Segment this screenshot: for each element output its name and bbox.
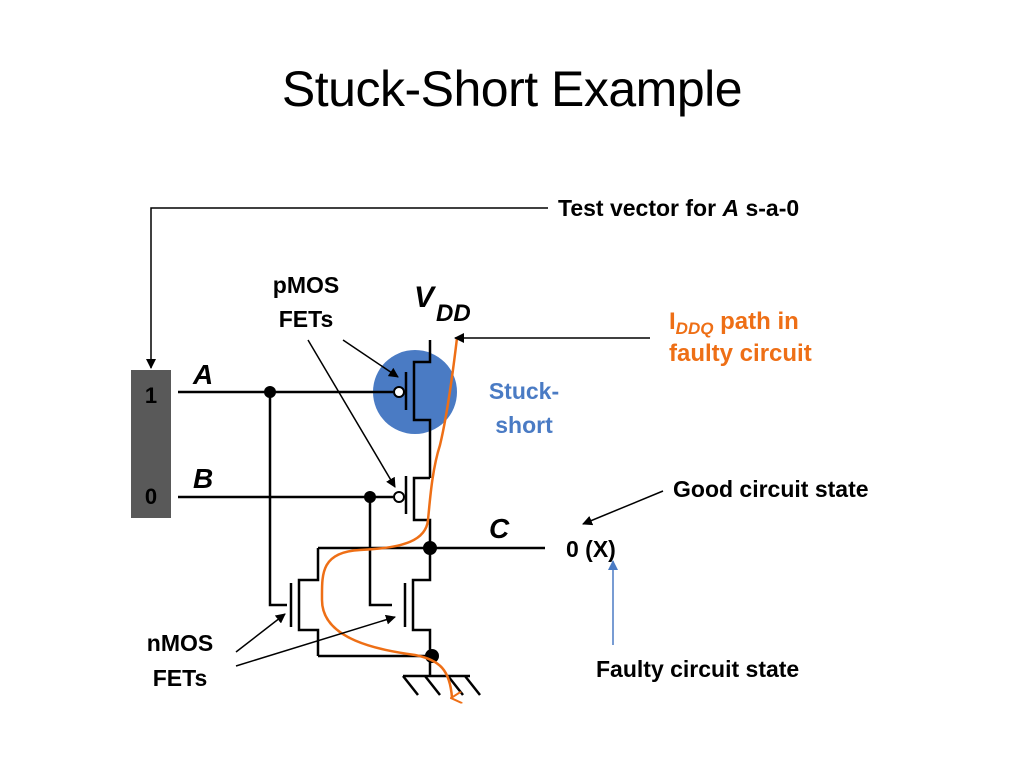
slide-title: Stuck-Short Example xyxy=(281,61,743,117)
output-value: 0 (X) xyxy=(566,536,616,562)
test-vector-line xyxy=(146,207,548,369)
test-vector-register xyxy=(131,370,171,518)
stuck-short-label-line2: short xyxy=(495,412,553,438)
pmos-a-gate-bubble xyxy=(393,386,405,398)
pmos-arrow-1 xyxy=(342,339,399,378)
pmos-arrow-2 xyxy=(307,339,396,488)
junction-b xyxy=(364,491,376,503)
iddq-label-line1: IDDQ path in xyxy=(669,308,799,338)
pmos-label-line1: pMOS xyxy=(273,272,339,298)
circuit-wires xyxy=(178,340,545,678)
good-state-label: Good circuit state xyxy=(673,476,869,502)
pmos-label-line2: FETs xyxy=(279,306,334,332)
register-bit-0: 0 xyxy=(145,484,157,509)
input-b-label: B xyxy=(193,463,213,494)
iddq-path xyxy=(320,337,457,698)
junction-c xyxy=(423,541,437,555)
good-state-arrow xyxy=(582,490,664,526)
output-c-label: C xyxy=(489,513,510,544)
stuck-short-label-line1: Stuck- xyxy=(489,378,559,404)
vdd-label: VDD xyxy=(414,281,471,327)
register-bit-1: 1 xyxy=(145,383,157,408)
input-a-label: A xyxy=(192,359,213,390)
faulty-state-label: Faulty circuit state xyxy=(596,656,799,682)
nmos-arrow-1 xyxy=(235,613,286,653)
nmos-label-line1: nMOS xyxy=(147,630,213,656)
junction-a xyxy=(264,386,276,398)
nmos-label-line2: FETs xyxy=(153,665,208,691)
ground-icon xyxy=(402,675,481,696)
iddq-label-line2: faulty circuit xyxy=(669,340,812,367)
test-vector-label: Test vector for A s-a-0 xyxy=(558,195,799,221)
pmos-b-gate-bubble xyxy=(393,491,405,503)
nmos-arrow-2 xyxy=(235,614,396,667)
